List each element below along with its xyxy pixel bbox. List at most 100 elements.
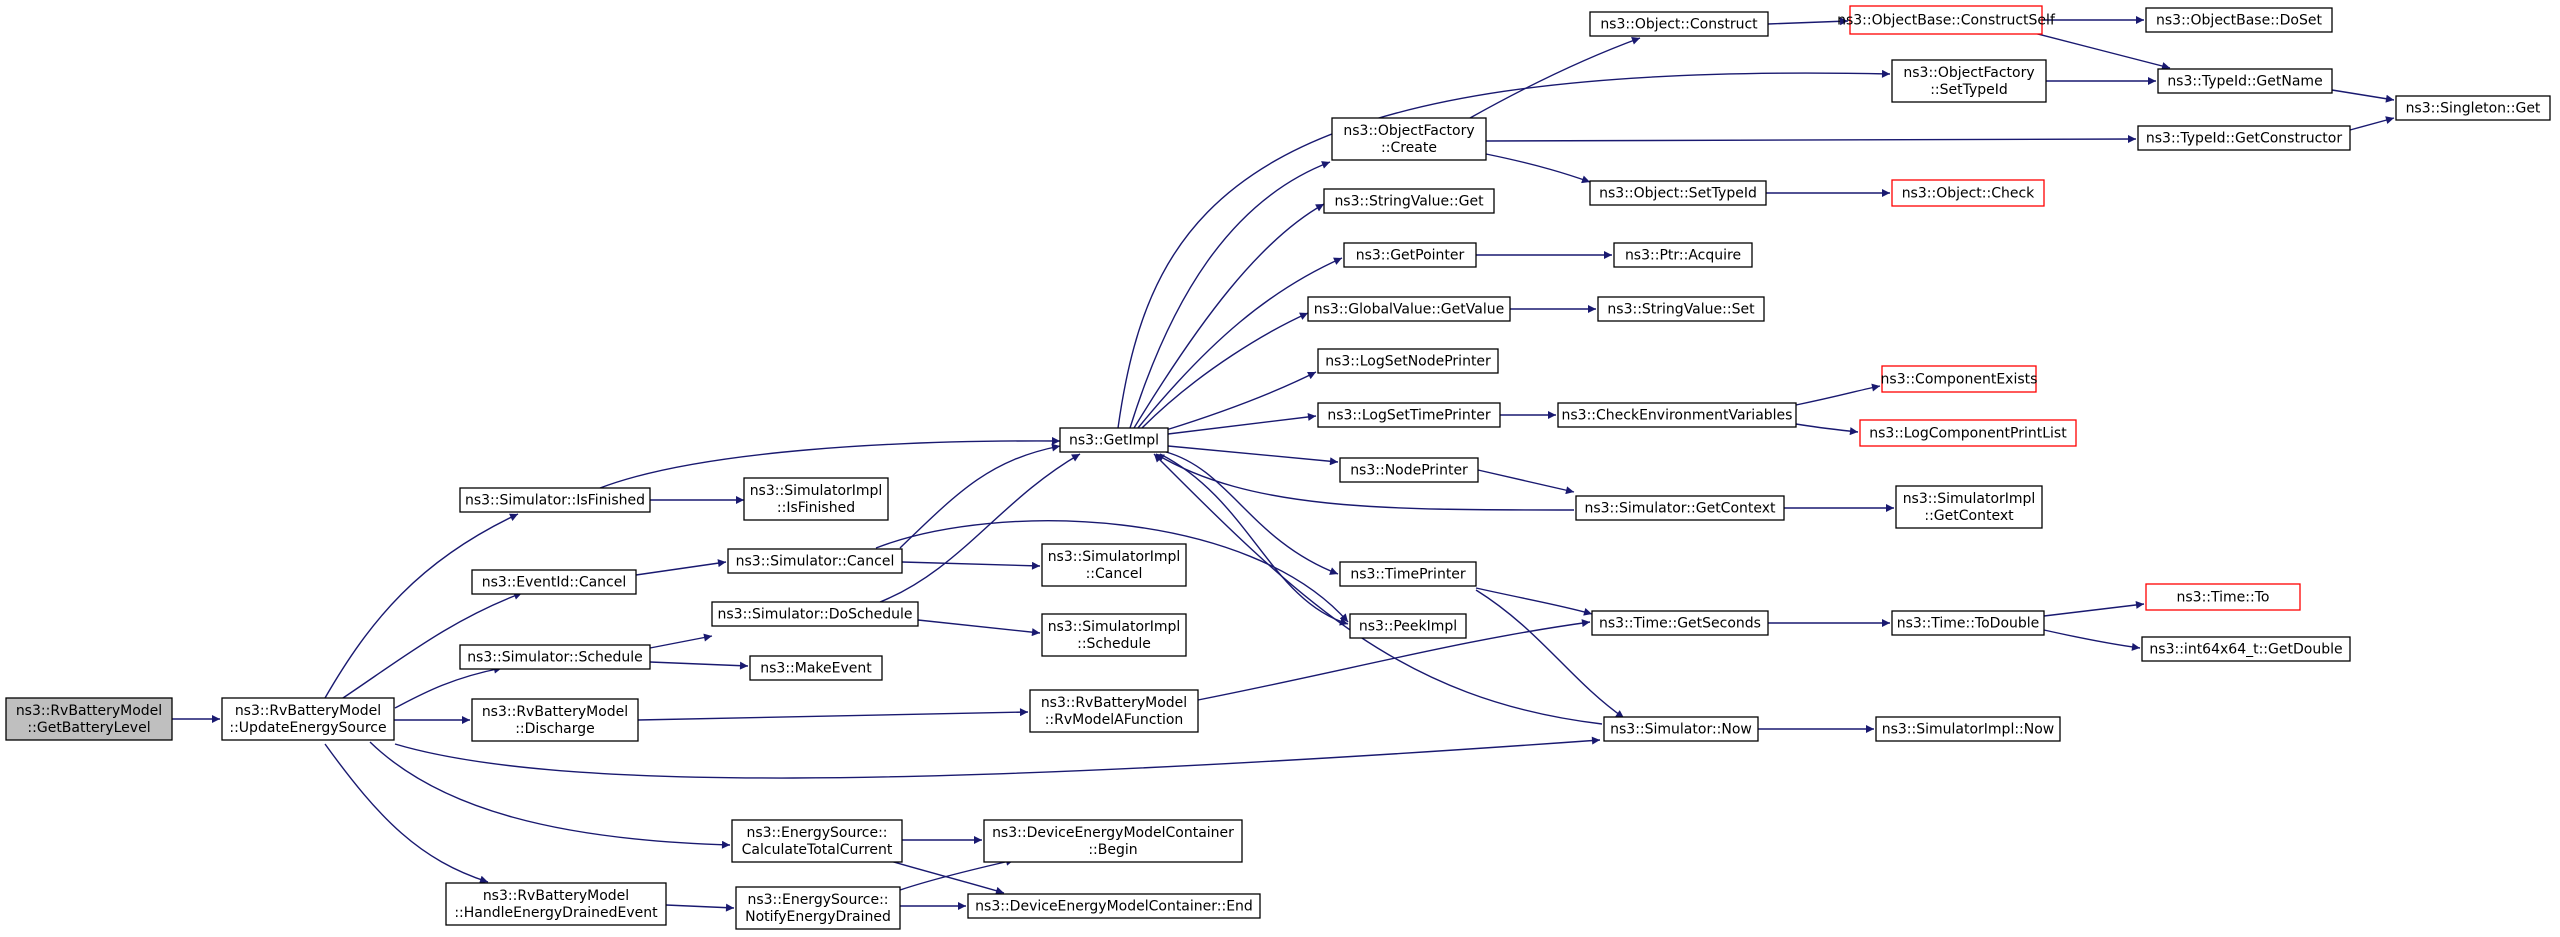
node-box[interactable] <box>1041 543 1187 587</box>
node-box[interactable] <box>1059 427 1169 453</box>
node-box[interactable] <box>1331 117 1487 161</box>
node-box[interactable] <box>1859 419 2077 447</box>
node-timeprinter[interactable]: ns3::TimePrinter <box>1339 561 1477 587</box>
node-box[interactable] <box>1317 348 1499 374</box>
node-simimpl-schedule[interactable]: ns3::SimulatorImpl::Schedule <box>1041 613 1187 657</box>
node-box[interactable] <box>471 569 637 595</box>
node-box[interactable] <box>735 886 901 930</box>
node-box[interactable] <box>2395 95 2551 121</box>
node-box[interactable] <box>983 819 1243 863</box>
node-box[interactable] <box>1317 402 1501 428</box>
node-box[interactable] <box>1613 242 1753 268</box>
node-eventid-cancel[interactable]: ns3::EventId::Cancel <box>471 569 637 595</box>
node-box[interactable] <box>1307 296 1511 322</box>
node-box[interactable] <box>743 477 889 521</box>
node-box[interactable] <box>1603 716 1759 742</box>
node-objectbase-constructself[interactable]: ns3::ObjectBase::ConstructSelf <box>1837 5 2056 35</box>
node-typeid-getconstructor[interactable]: ns3::TypeId::GetConstructor <box>2137 125 2351 151</box>
node-object-construct[interactable]: ns3::Object::Construct <box>1589 11 1769 37</box>
node-calctotalcurrent[interactable]: ns3::EnergySource::CalculateTotalCurrent <box>731 819 903 863</box>
node-box[interactable] <box>1029 689 1199 733</box>
node-box[interactable] <box>2137 125 2351 151</box>
node-box[interactable] <box>1895 485 2043 529</box>
node-box[interactable] <box>711 601 919 627</box>
node-box[interactable] <box>1589 180 1767 206</box>
node-logsettimeprinter[interactable]: ns3::LogSetTimePrinter <box>1317 402 1501 428</box>
node-stringvalue-set[interactable]: ns3::StringValue::Set <box>1597 296 1765 322</box>
node-box[interactable] <box>1881 365 2037 393</box>
node-simimpl-getcontext[interactable]: ns3::SimulatorImpl::GetContext <box>1895 485 2043 529</box>
node-time-to[interactable]: ns3::Time::To <box>2145 583 2301 611</box>
node-peekimpl[interactable]: ns3::PeekImpl <box>1349 613 1467 639</box>
node-box[interactable] <box>1575 495 1785 521</box>
node-int64x64-getdouble[interactable]: ns3::int64x64_t::GetDouble <box>2141 636 2351 662</box>
node-getpointer[interactable]: ns3::GetPointer <box>1343 242 1477 268</box>
node-box[interactable] <box>1891 179 2045 207</box>
node-box[interactable] <box>459 487 651 513</box>
node-box[interactable] <box>1891 610 2045 636</box>
node-box[interactable] <box>1597 296 1765 322</box>
node-box[interactable] <box>749 655 883 681</box>
node-logcomponentprintlist[interactable]: ns3::LogComponentPrintList <box>1859 419 2077 447</box>
node-box[interactable] <box>1343 242 1477 268</box>
node-updateenergysource[interactable]: ns3::RvBatteryModel::UpdateEnergySource <box>221 697 395 741</box>
node-sim-isfinished[interactable]: ns3::Simulator::IsFinished <box>459 487 651 513</box>
node-box[interactable] <box>471 698 639 742</box>
node-getbatterylevel[interactable]: ns3::RvBatteryModel::GetBatteryLevel <box>5 697 173 741</box>
node-box[interactable] <box>2145 7 2333 33</box>
node-box[interactable] <box>445 882 667 926</box>
node-sim-cancel[interactable]: ns3::Simulator::Cancel <box>727 548 903 574</box>
node-singleton-get[interactable]: ns3::Singleton::Get <box>2395 95 2551 121</box>
node-logsetnodeprinter[interactable]: ns3::LogSetNodePrinter <box>1317 348 1499 374</box>
node-stringvalue-get[interactable]: ns3::StringValue::Get <box>1323 188 1495 214</box>
node-rvmodelafunction[interactable]: ns3::RvBatteryModel::RvModelAFunction <box>1029 689 1199 733</box>
node-objectfactory-settypeid[interactable]: ns3::ObjectFactory::SetTypeId <box>1891 59 2047 103</box>
node-objectbase-doset[interactable]: ns3::ObjectBase::DoSet <box>2145 7 2333 33</box>
node-box[interactable] <box>731 819 903 863</box>
node-box[interactable] <box>1323 188 1495 214</box>
node-getimpl[interactable]: ns3::GetImpl <box>1059 427 1169 453</box>
node-box[interactable] <box>1339 457 1479 483</box>
node-box[interactable] <box>5 697 173 741</box>
node-discharge[interactable]: ns3::RvBatteryModel::Discharge <box>471 698 639 742</box>
node-simimpl-cancel[interactable]: ns3::SimulatorImpl::Cancel <box>1041 543 1187 587</box>
node-box[interactable] <box>1875 716 2061 742</box>
node-time-getseconds[interactable]: ns3::Time::GetSeconds <box>1591 610 1769 636</box>
node-box[interactable] <box>1891 59 2047 103</box>
node-globalvalue-getvalue[interactable]: ns3::GlobalValue::GetValue <box>1307 296 1511 322</box>
node-box[interactable] <box>221 697 395 741</box>
node-box[interactable] <box>2141 636 2351 662</box>
node-object-settypeid[interactable]: ns3::Object::SetTypeId <box>1589 180 1767 206</box>
node-sim-doschedule[interactable]: ns3::Simulator::DoSchedule <box>711 601 919 627</box>
node-componentexists[interactable]: ns3::ComponentExists <box>1881 365 2038 393</box>
node-nodeprinter[interactable]: ns3::NodePrinter <box>1339 457 1479 483</box>
node-time-todouble[interactable]: ns3::Time::ToDouble <box>1891 610 2045 636</box>
node-typeid-getname[interactable]: ns3::TypeId::GetName <box>2157 68 2333 94</box>
node-box[interactable] <box>1591 610 1769 636</box>
node-box[interactable] <box>1849 5 2043 35</box>
node-box[interactable] <box>1349 613 1467 639</box>
node-ptr-acquire[interactable]: ns3::Ptr::Acquire <box>1613 242 1753 268</box>
node-box[interactable] <box>967 893 1261 919</box>
node-sim-schedule[interactable]: ns3::Simulator::Schedule <box>459 644 651 670</box>
node-checkenvvars[interactable]: ns3::CheckEnvironmentVariables <box>1557 402 1797 428</box>
node-box[interactable] <box>459 644 651 670</box>
node-box[interactable] <box>1339 561 1477 587</box>
node-makeevent[interactable]: ns3::MakeEvent <box>749 655 883 681</box>
node-box[interactable] <box>1589 11 1769 37</box>
node-notifyenergydrained[interactable]: ns3::EnergySource::NotifyEnergyDrained <box>735 886 901 930</box>
node-objectfactory-create[interactable]: ns3::ObjectFactory::Create <box>1331 117 1487 161</box>
node-box[interactable] <box>727 548 903 574</box>
node-simimpl-now[interactable]: ns3::SimulatorImpl::Now <box>1875 716 2061 742</box>
node-simimpl-isfinished[interactable]: ns3::SimulatorImpl::IsFinished <box>743 477 889 521</box>
node-demc-end[interactable]: ns3::DeviceEnergyModelContainer::End <box>967 893 1261 919</box>
node-demc-begin[interactable]: ns3::DeviceEnergyModelContainer::Begin <box>983 819 1243 863</box>
node-object-check[interactable]: ns3::Object::Check <box>1891 179 2045 207</box>
node-box[interactable] <box>1557 402 1797 428</box>
node-box[interactable] <box>2145 583 2301 611</box>
node-handleenergydrained[interactable]: ns3::RvBatteryModel::HandleEnergyDrained… <box>445 882 667 926</box>
node-box[interactable] <box>1041 613 1187 657</box>
node-sim-now[interactable]: ns3::Simulator::Now <box>1603 716 1759 742</box>
node-sim-getcontext[interactable]: ns3::Simulator::GetContext <box>1575 495 1785 521</box>
node-box[interactable] <box>2157 68 2333 94</box>
